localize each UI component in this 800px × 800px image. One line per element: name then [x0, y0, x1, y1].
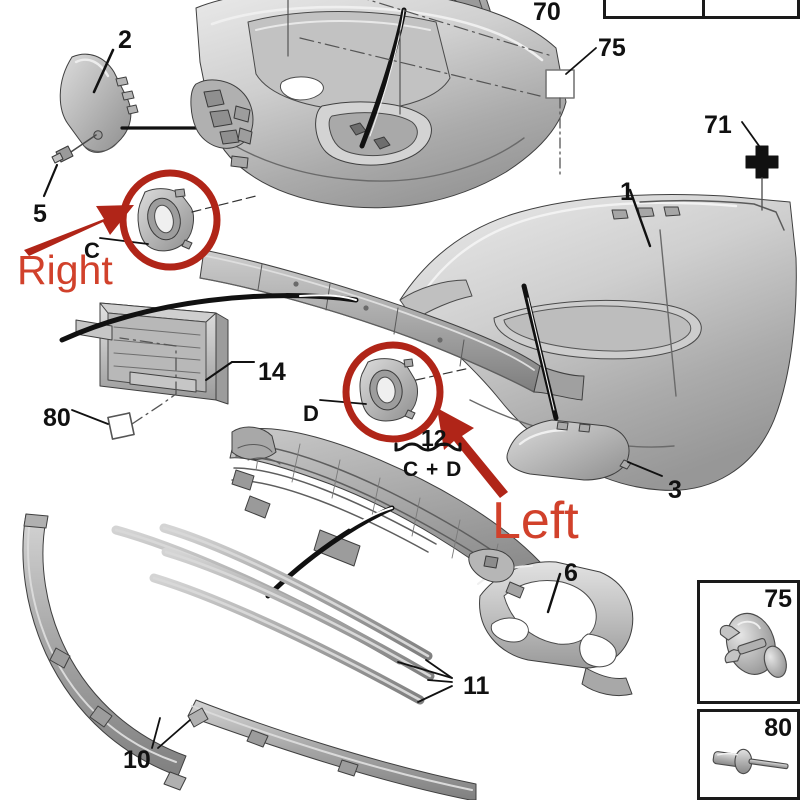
arrow-right [24, 205, 134, 256]
group-12-number: 12 [421, 425, 447, 451]
group-12-formula: C + D [403, 458, 463, 481]
legend-box-80[interactable]: 80 [697, 709, 800, 800]
group-12-brace [394, 435, 462, 452]
callout-letter-d: D [303, 401, 319, 426]
part-71-cross-marker [745, 145, 779, 211]
push-clip-fastener-icon [719, 612, 787, 678]
callout-2: 2 [118, 26, 132, 54]
part-14-plate-holder [75, 302, 229, 405]
callout-14: 14 [258, 358, 286, 386]
part-10-lower-mouldings [22, 513, 477, 800]
callout-1: 1 [620, 178, 634, 206]
callout-11: 11 [463, 672, 490, 700]
callout-70: 70 [533, 0, 561, 26]
callout-5: 5 [33, 200, 47, 228]
part-6-grille-support [468, 548, 634, 697]
part-3-trim-cap [506, 419, 632, 481]
callout-3: 3 [668, 476, 682, 504]
part-c-fog-bezel-right [137, 188, 194, 252]
highlight-circle-left [342, 341, 444, 443]
lower-centre-grille [229, 426, 541, 597]
right-side-label: Right [17, 247, 113, 293]
legend-80-number: 80 [764, 714, 792, 742]
part-80-rivet-marker [107, 337, 177, 440]
part-5-screw [51, 134, 97, 164]
part-75-clip-marker [545, 69, 575, 177]
callout-75: 75 [598, 34, 626, 62]
legend-box-75[interactable]: 75 [697, 580, 800, 704]
top-legend-divider [701, 0, 705, 16]
pop-rivet-icon [712, 748, 789, 775]
top-legend-strip [603, 0, 800, 19]
callout-letter-c: C [84, 238, 100, 263]
part-11-trim-strips [111, 523, 435, 705]
highlight-circle-right [119, 169, 221, 271]
part-1-front-bumper-cover [399, 194, 797, 491]
callout-80: 80 [43, 404, 71, 432]
arrow-left [437, 408, 508, 498]
part-d-fog-bezel-left [359, 358, 418, 422]
callout-6: 6 [564, 559, 578, 587]
callout-71: 71 [704, 111, 732, 139]
left-side-label: Left [492, 492, 579, 550]
part-2-trim-cap [59, 53, 139, 153]
callout-10: 10 [123, 746, 151, 774]
legend-75-number: 75 [764, 585, 792, 613]
